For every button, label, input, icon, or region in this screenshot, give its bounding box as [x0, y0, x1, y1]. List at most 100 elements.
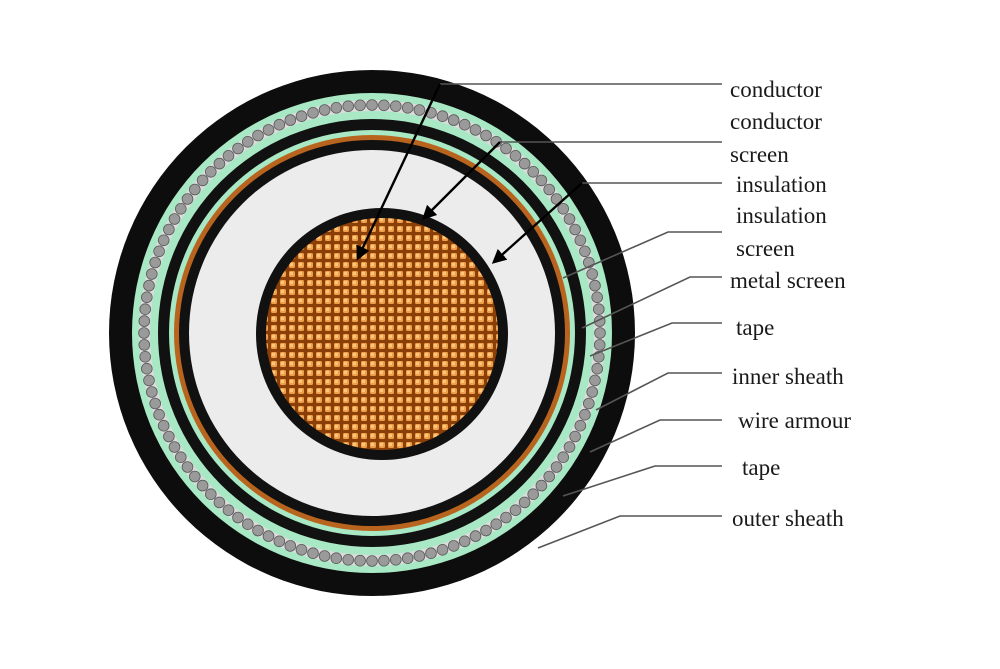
armour-wire-strand	[425, 547, 437, 559]
label-conductor: conductor	[730, 77, 822, 102]
armour-wire-strand	[366, 99, 378, 111]
pointer-conductor-screen	[421, 141, 501, 221]
armour-wire-strand	[574, 234, 587, 247]
armour-wire-strand	[436, 543, 449, 556]
armour-wire-strand	[413, 104, 426, 116]
armour-wire-strand	[143, 374, 155, 387]
label-metal-screen: metal screen	[730, 268, 846, 293]
armour-wire-strand	[139, 350, 152, 363]
armour-wire-strand	[401, 552, 414, 564]
armour-wire-strand	[141, 362, 153, 375]
armour-wire-strand	[563, 213, 576, 225]
armour-wire-strand	[342, 553, 355, 566]
armour-wire-strand	[469, 124, 482, 136]
armour-wire-strand	[252, 129, 264, 142]
armour-wire-strand	[569, 223, 581, 236]
armour-wire-strand	[284, 114, 297, 126]
armour-wire-strand	[262, 124, 275, 136]
armour-wire-strand	[518, 157, 531, 170]
armour-wire-strand	[205, 488, 217, 501]
armour-wire-strand	[232, 142, 244, 155]
armour-wire-strand	[213, 496, 226, 509]
pointer-conductor	[356, 83, 442, 261]
armour-wire-strand	[527, 488, 539, 501]
leader-line-metal-screen	[581, 276, 722, 329]
armour-wire-strand	[153, 245, 165, 258]
armour-wire-strand	[574, 419, 587, 432]
cable-cross-section	[109, 70, 635, 596]
armour-wire-strand	[594, 327, 606, 339]
leader-lines	[356, 83, 722, 549]
armour-wire-strand	[149, 256, 162, 269]
armour-wire-strand	[273, 118, 286, 131]
leader-line-wire-armour	[589, 419, 722, 453]
armour-wire-strand	[518, 496, 531, 509]
armour-wire-strand	[189, 470, 201, 483]
armour-wire-strand	[149, 397, 162, 410]
label-outer-sheath: outer sheath	[732, 506, 844, 531]
armour-wire-strand	[569, 430, 581, 443]
armour-wire-strand	[543, 470, 555, 483]
conductor-core	[266, 218, 498, 450]
armour-wire-strand	[592, 303, 605, 316]
armour-wire-strand	[318, 550, 331, 562]
armour-wire-strand	[330, 102, 343, 114]
armour-wire-strand	[579, 408, 591, 421]
armour-wire-strand	[586, 268, 598, 280]
armour-wire-strand	[330, 552, 343, 564]
armour-wire-strand	[480, 129, 492, 142]
armour-wire-strand	[273, 535, 286, 548]
armour-wire-strand	[252, 524, 264, 537]
armour-wire-strand	[196, 479, 209, 492]
label-tape-1: tape	[736, 315, 774, 340]
armour-wire-strand	[582, 397, 595, 410]
armour-wire-strand	[557, 203, 569, 215]
label-insulation-screen-line1: insulation	[736, 203, 827, 228]
armour-wire-strand	[342, 100, 355, 112]
leader-line-insulation-screen	[562, 231, 722, 279]
armour-wire-strand	[146, 268, 158, 280]
armour-wire-strand	[591, 291, 603, 304]
armour-wire-strand	[262, 530, 275, 542]
armour-wire-strand	[389, 553, 402, 566]
armour-wire-strand	[469, 530, 482, 542]
armour-wire-strand	[589, 374, 601, 387]
armour-wire-strand	[500, 142, 512, 155]
armour-wire-strand	[401, 102, 414, 114]
armour-wire-strand	[307, 547, 319, 559]
armour-wire-strand	[413, 550, 426, 562]
armour-wire-strand	[242, 518, 254, 530]
armour-wire-strand	[295, 110, 308, 122]
armour-wire-strand	[146, 386, 158, 398]
armour-wire-strand	[557, 451, 569, 464]
armour-wire-strand	[378, 99, 390, 112]
armour-wire-strand	[509, 150, 522, 162]
armour-wire-strand	[139, 303, 152, 316]
armour-wire-strand	[143, 279, 155, 292]
armour-wire-strand	[354, 99, 366, 112]
armour-wire-strand	[591, 362, 603, 375]
label-tape-2: tape	[742, 455, 780, 480]
armour-wire-strand	[284, 540, 297, 552]
armour-wire-strand	[138, 339, 151, 351]
leader-line-tape-1	[589, 322, 722, 357]
armour-wire-strand	[509, 504, 522, 517]
armour-wire-strand	[153, 408, 165, 421]
armour-wire-strand	[535, 174, 548, 187]
armour-wire-strand	[222, 504, 235, 517]
armour-wire-strand	[222, 150, 235, 162]
armour-wire-strand	[563, 441, 576, 453]
armour-wire-strand	[163, 223, 175, 236]
armour-wire-strand	[138, 327, 150, 339]
armour-wire-strand	[527, 166, 539, 178]
armour-wire-strand	[550, 461, 563, 473]
armour-wire-strand	[168, 441, 181, 453]
armour-wire-strand	[157, 234, 170, 247]
armour-wire-strand	[447, 114, 460, 126]
armour-wire-strand	[490, 518, 503, 530]
armour-wire-strand	[589, 279, 601, 292]
armour-wire-strand	[354, 554, 366, 567]
labels: conductor conductor screen insulation in…	[730, 77, 851, 531]
leader-line-tape-2	[562, 465, 722, 497]
